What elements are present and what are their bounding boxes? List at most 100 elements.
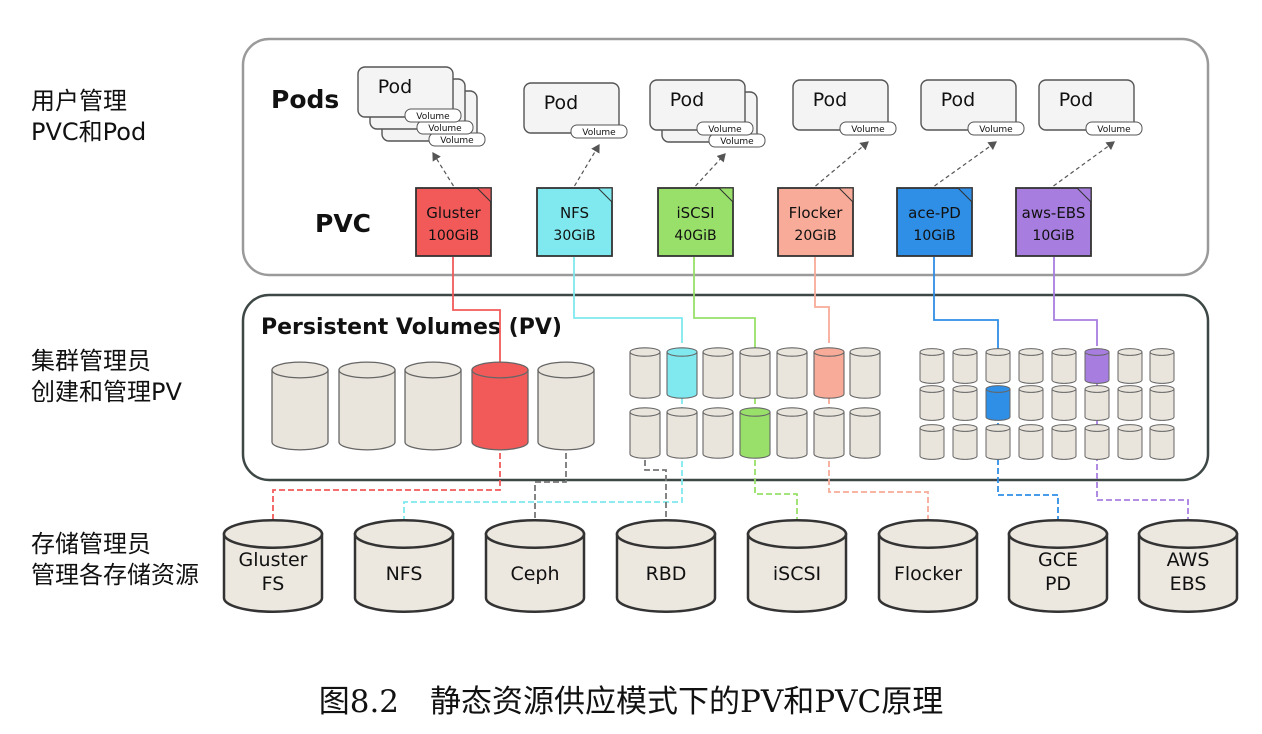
rbd-pv-to-storage [644,460,667,520]
pvc-to-pod-arrow [695,153,726,187]
pv-large-5-top [537,361,595,379]
pv-medium-0-1 [666,347,698,399]
pv-small-2-3-top [1018,424,1044,432]
pv-medium-0-5 [813,347,845,399]
storage-nfs-body [353,532,455,613]
pv-small-0-7-top [1149,348,1175,356]
pv-large-1-body [271,369,329,451]
pv-small-0-4-top [1051,348,1077,356]
pv-medium-1-1-top [666,407,698,417]
storage-gce-pd-body [1007,532,1109,613]
pod-label: Pod [378,76,412,98]
pv-small-1-1-top [952,385,978,393]
pv-medium-1-5-body [813,411,845,459]
pv-small-2-1-body [952,427,978,460]
pv-small-0-3-body [1018,351,1044,384]
volume-tag [404,108,462,123]
pod-label: Pod [1059,89,1093,111]
pv-small-1-5-body [1084,388,1110,421]
pvc-doc [1015,187,1092,257]
pv-small-2-5-top [1084,424,1110,432]
pvc-size: 30GiB [553,228,595,244]
pv-medium-0-6-top [849,347,881,357]
storage-admin-label: 存储管理员 管理各存储资源 [31,529,199,591]
pv-large-3-body [404,369,462,451]
pv-medium-0-4-body [776,351,808,399]
pv-small-2-0-body [919,427,945,460]
pv-large-3 [404,361,462,451]
pv-medium-1-3-body [739,411,771,459]
storage-label-line-2: PD [1045,573,1071,595]
pv-small-1-4 [1051,385,1077,421]
pv-small-0-3 [1018,348,1044,384]
pv-small-0-2-body [985,351,1011,384]
pv-medium-1-0-body [629,411,661,459]
storage-ceph-top [484,519,586,549]
volume-label: Volume [416,112,450,122]
pv-small-2-4-body [1051,427,1077,460]
storage-flocker-body [877,532,979,613]
volume-label: Volume [720,137,754,147]
storage-nfs-top [353,519,455,549]
storage-rbd: RBD [615,519,717,613]
pv-small-1-5-top [1084,385,1110,393]
pv-small-0-7 [1149,348,1175,384]
pvc-name: aws-EBS [1022,204,1086,222]
pvc-doc-corner [717,187,734,204]
volume-tag [1085,121,1143,136]
pv-small-2-7-body [1149,427,1175,460]
storage-gce-pd-top [1007,519,1109,549]
storage-admin-line-2: 管理各存储资源 [31,561,199,589]
pv-small-1-1-body [952,388,978,421]
storage-iscsi-top [746,519,848,549]
pv-small-1-6-top [1117,385,1143,393]
storage-iscsi-body [746,532,848,613]
pv-small-1-3 [1018,385,1044,421]
pv-small-0-2-top [985,348,1011,356]
pvc-name: Flocker [789,204,844,222]
pv-medium-0-1-body [666,351,698,399]
storage-label-line-1: Gluster [239,549,308,571]
pv-small-1-6-body [1117,388,1143,421]
pv-medium-1-1 [666,407,698,459]
volume-label: Volume [1097,125,1131,135]
pv-small-2-7-top [1149,424,1175,432]
cluster-admin-line-2: 创建和管理PV [31,378,182,406]
pv-small-0-7-body [1149,351,1175,384]
pv-small-2-4 [1051,424,1077,460]
pvc-doc [657,187,734,257]
pod-label: Pod [544,92,578,114]
pv-small-2-4-top [1051,424,1077,432]
pv-small-2-5-body [1084,427,1110,460]
pv-large-1-top [271,361,329,379]
storage-gluster-fs-body [222,532,324,613]
pv-small-1-5 [1084,385,1110,421]
volume-tag [839,121,897,136]
pvc-layer: Gluster100GiBNFS30GiBiSCSI40GiBFlocker20… [415,187,1092,257]
pv-medium-0-2-top [702,347,734,357]
pv-medium-1-0 [629,407,661,459]
storage-flocker: Flocker [877,519,979,613]
user-role-line-1: 用户管理 [31,87,127,115]
pv-medium-1-2 [702,407,734,459]
pvc-size: 100GiB [428,228,479,244]
pv-small-1-0-top [919,385,945,393]
pv-small-0-2 [985,348,1011,384]
pv-medium-1-6-top [849,407,881,417]
pv-small-1-1 [952,385,978,421]
figure-caption: 图8.2 静态资源供应模式下的PV和PVC原理 [318,684,944,720]
pv-medium-0-2 [702,347,734,399]
pvc-to-pod-arrow [934,141,997,187]
storage-aws-ebs-top [1137,519,1239,549]
pv-small-0-5-top [1084,348,1110,356]
pv-medium-1-0-top [629,407,661,417]
pv-small-0-3-top [1018,348,1044,356]
pod-label: Pod [813,89,847,111]
